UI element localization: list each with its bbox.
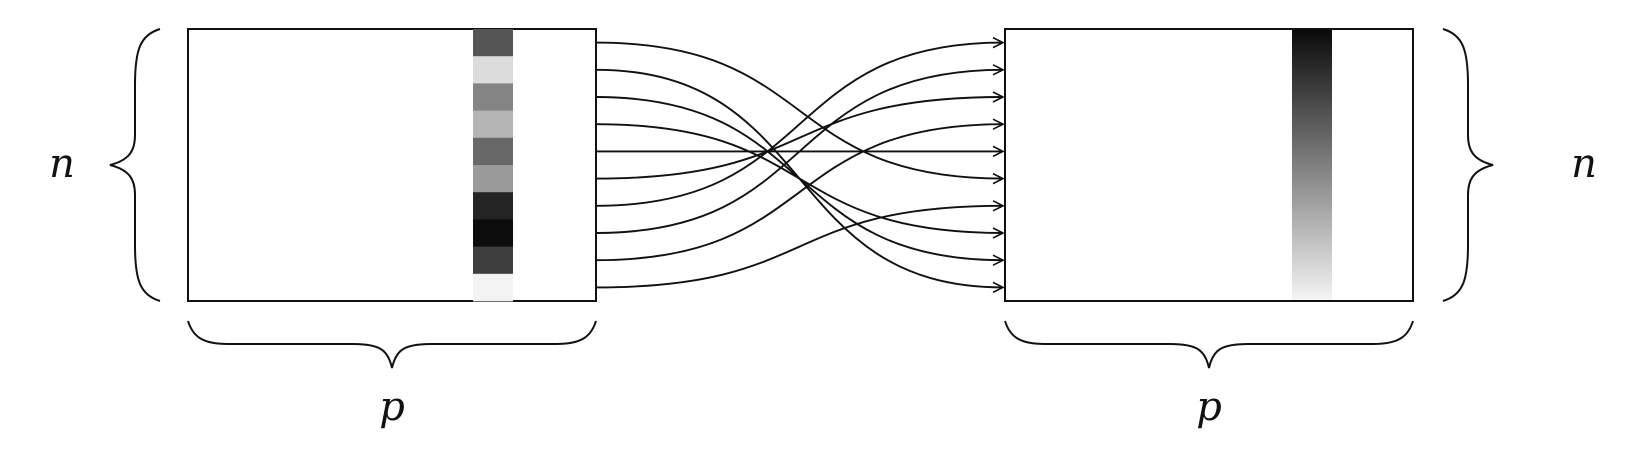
permutation-arrows — [595, 41, 1003, 289]
right-rows-label: n — [1571, 141, 1597, 187]
permutation-arrow — [595, 41, 1003, 179]
left-column-cell — [473, 110, 513, 139]
permutation-arrow — [595, 124, 1003, 262]
right-matrix-frame — [1004, 28, 1414, 302]
left-cols-label: p — [379, 384, 405, 430]
left-rows-label: n — [49, 141, 75, 187]
left-matrix — [187, 28, 597, 302]
permutation-arrow — [595, 70, 1003, 234]
left-cols-brace — [187, 320, 597, 369]
left-column-cell — [473, 246, 513, 275]
permutation-arrow — [595, 206, 1003, 289]
left-matrix-column — [473, 29, 513, 302]
permutation-arrow — [595, 43, 1003, 207]
permutation-arrow — [595, 97, 1003, 180]
left-column-cell — [473, 165, 513, 193]
right-matrix — [1004, 28, 1414, 302]
right-cols-brace — [1004, 320, 1414, 369]
left-column-cell — [473, 137, 513, 166]
left-matrix-frame — [187, 28, 597, 302]
left-column-cell — [473, 273, 513, 302]
left-column-cell — [473, 83, 513, 111]
left-column-cell — [473, 29, 513, 57]
right-rows-brace — [1442, 28, 1494, 302]
right-matrix-sorted-column — [1292, 30, 1332, 300]
left-column-cell — [473, 192, 513, 220]
left-column-cell — [473, 219, 513, 247]
left-rows-brace — [109, 28, 161, 302]
left-column-cell — [473, 56, 513, 84]
right-cols-label: p — [1196, 384, 1222, 430]
permutation-arrow — [595, 123, 1003, 233]
